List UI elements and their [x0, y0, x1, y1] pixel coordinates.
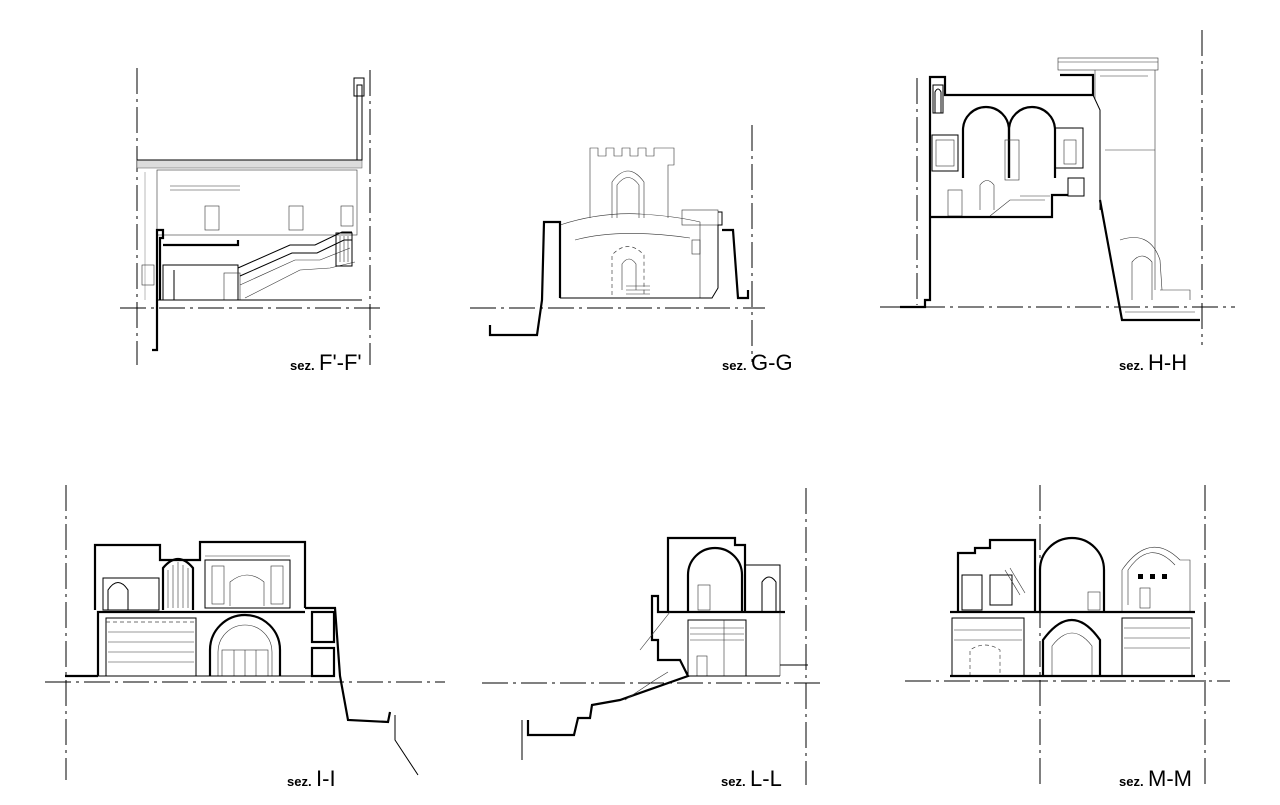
section-h-code: H-H: [1148, 350, 1188, 375]
section-g-code: G-G: [751, 350, 793, 375]
section-drawing-l: [482, 488, 822, 785]
section-label-i: sez. I-I: [287, 768, 336, 790]
section-h-prefix: sez.: [1119, 358, 1144, 373]
section-i-prefix: sez.: [287, 774, 312, 789]
section-label-m: sez. M-M: [1119, 768, 1192, 790]
section-g-prefix: sez.: [722, 358, 747, 373]
section-i-code: I-I: [316, 766, 336, 791]
section-f-prefix: sez.: [290, 358, 315, 373]
section-m-code: M-M: [1148, 766, 1193, 791]
section-l-prefix: sez.: [721, 774, 746, 789]
section-label-l: sez. L-L: [721, 768, 782, 790]
section-l-code: L-L: [750, 766, 782, 791]
section-m-prefix: sez.: [1119, 774, 1144, 789]
section-drawing-i: [45, 485, 445, 780]
section-label-g: sez. G-G: [722, 352, 793, 374]
section-f-code: F'-F': [319, 350, 362, 375]
section-drawing-m: [905, 485, 1230, 785]
section-label-h: sez. H-H: [1119, 352, 1187, 374]
section-drawing-f: [120, 68, 385, 365]
section-drawing-h: [880, 30, 1235, 345]
section-drawing-g: [470, 125, 765, 362]
section-label-f: sez. F'-F': [290, 352, 362, 374]
